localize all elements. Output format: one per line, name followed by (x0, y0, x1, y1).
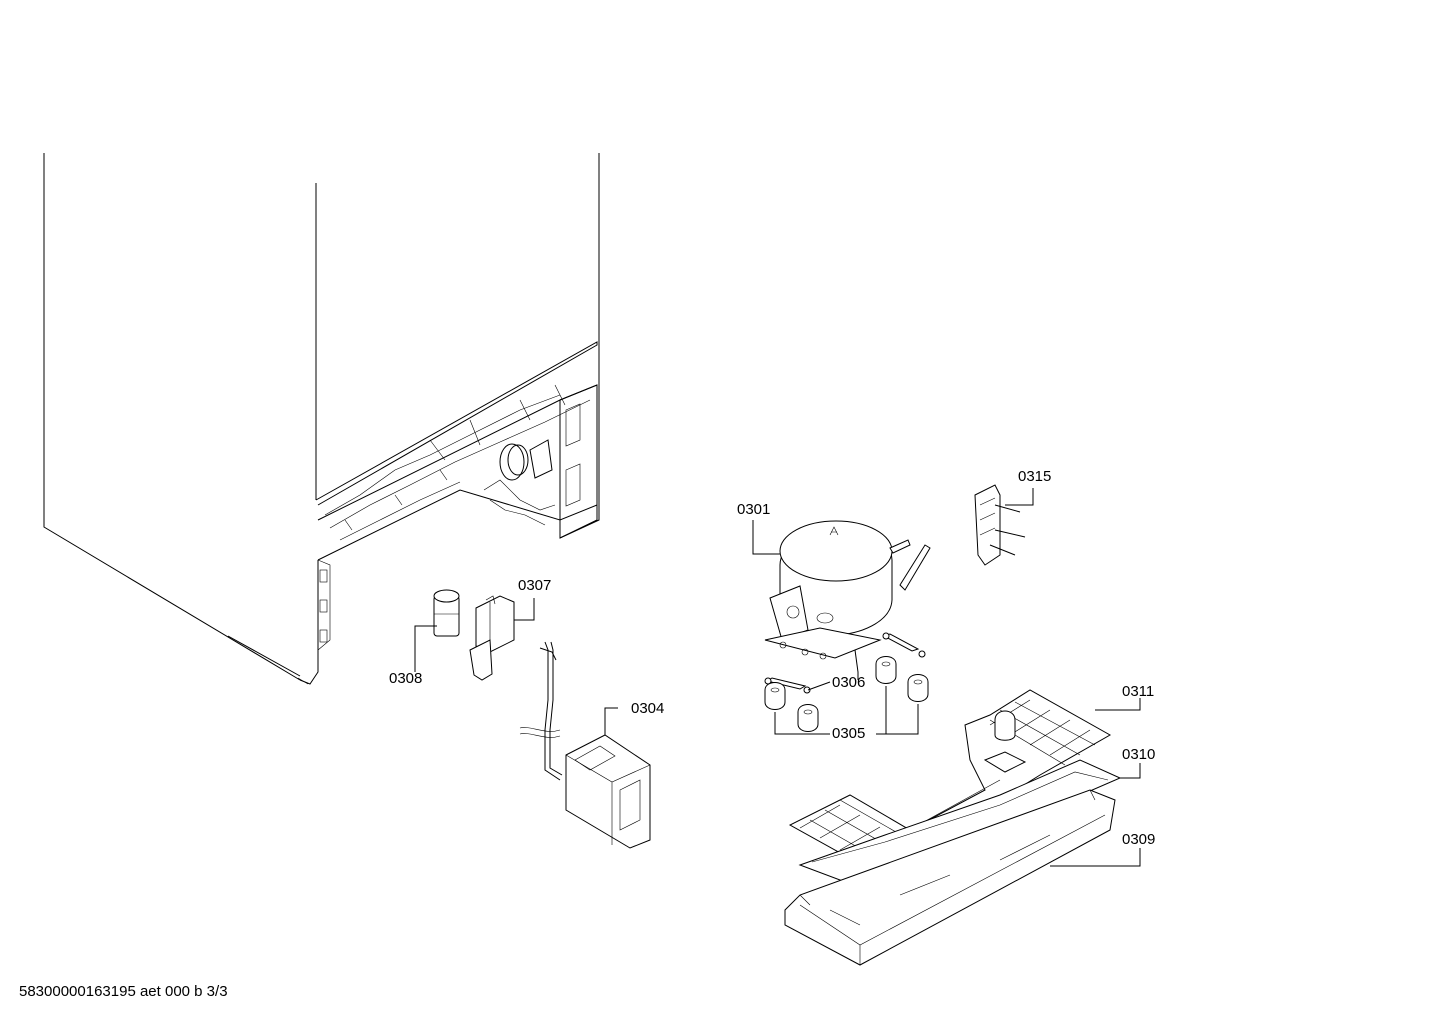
refrigerator-cabinet (43, 153, 600, 685)
part-0304-electronic-module (519, 641, 651, 849)
part-0315-bracket (974, 484, 1034, 566)
part-0307-relay (469, 595, 535, 681)
label-0311: 0311 (1122, 683, 1154, 700)
part-0308-capacitor (414, 589, 460, 672)
document-code: 58300000163195 aet 000 b 3/3 (19, 983, 228, 1000)
label-0309: 0309 (1122, 831, 1155, 848)
part-0309-base-plate (784, 789, 1141, 966)
part-0305-grommets (764, 656, 929, 735)
label-0304: 0304 (631, 700, 664, 717)
label-0310: 0310 (1122, 746, 1155, 763)
label-0308: 0308 (389, 670, 422, 687)
part-0301-compressor (752, 520, 931, 660)
label-0305: 0305 (832, 725, 865, 742)
label-0301: 0301 (737, 501, 770, 518)
label-0306: 0306 (832, 674, 865, 691)
part-0306-clips (764, 632, 926, 694)
label-0307: 0307 (518, 577, 551, 594)
label-0315: 0315 (1018, 468, 1051, 485)
